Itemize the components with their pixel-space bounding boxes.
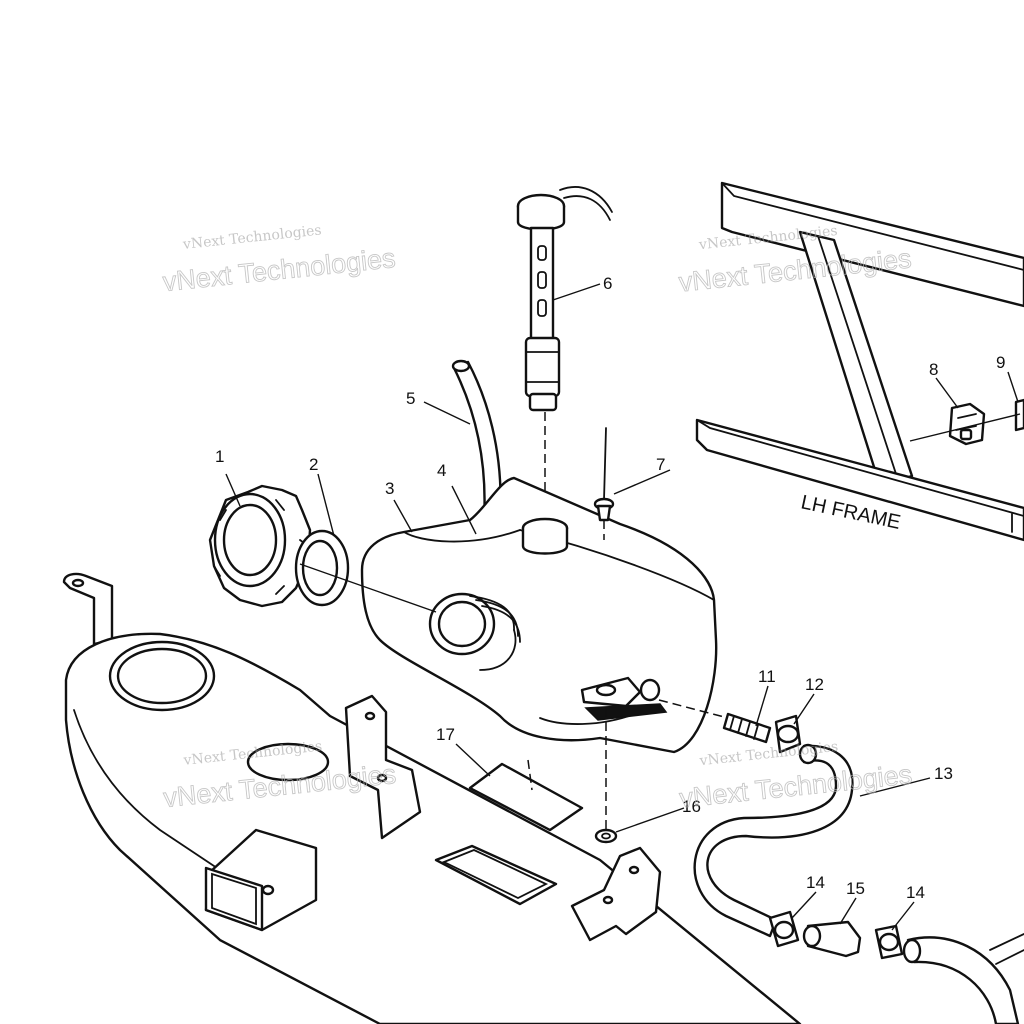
watermark-small: vNext Technologies (698, 739, 839, 770)
callout-12: 12 (805, 675, 824, 694)
watermark-small: vNext Technologies (181, 222, 322, 253)
callout-1: 1 (215, 447, 224, 466)
callout-3: 3 (385, 479, 394, 498)
clamp-12 (774, 714, 802, 754)
callout-15: 15 (846, 879, 865, 898)
clamp-14-right (874, 924, 904, 960)
callout-6: 6 (603, 274, 612, 293)
fuel-fitting-11 (722, 712, 772, 744)
fuel-filter-15 (802, 920, 862, 958)
callout-7: 7 (656, 455, 665, 474)
washer-16 (594, 828, 618, 844)
callout-2: 2 (309, 455, 318, 474)
clamp-14-left (768, 910, 800, 948)
callout-11: 11 (758, 667, 776, 686)
fuel-tank (360, 476, 718, 754)
callout-8: 8 (929, 360, 938, 379)
callout-14a: 14 (806, 873, 825, 892)
callout-13: 13 (934, 764, 953, 783)
grommet-9 (1014, 398, 1024, 432)
fuel-cap (208, 484, 312, 608)
cap-gasket (294, 529, 350, 607)
lh-frame (695, 181, 1024, 542)
fuel-line-outlet (902, 933, 1024, 1024)
callout-14b: 14 (906, 883, 925, 902)
callout-9: 9 (996, 353, 1005, 372)
tank-support-frame (62, 572, 802, 1024)
callout-4: 4 (437, 461, 446, 480)
callout-16: 16 (682, 797, 701, 816)
callout-numbers: 1 2 3 4 5 6 7 8 9 11 12 13 14 15 14 16 1… (215, 274, 1005, 902)
leader-lines (225, 283, 1019, 931)
callout-5: 5 (406, 389, 415, 408)
callout-17: 17 (436, 725, 455, 744)
drain-plug-7 (593, 427, 615, 522)
fuel-gauge-sender (516, 186, 613, 412)
tank-pad (468, 762, 584, 832)
